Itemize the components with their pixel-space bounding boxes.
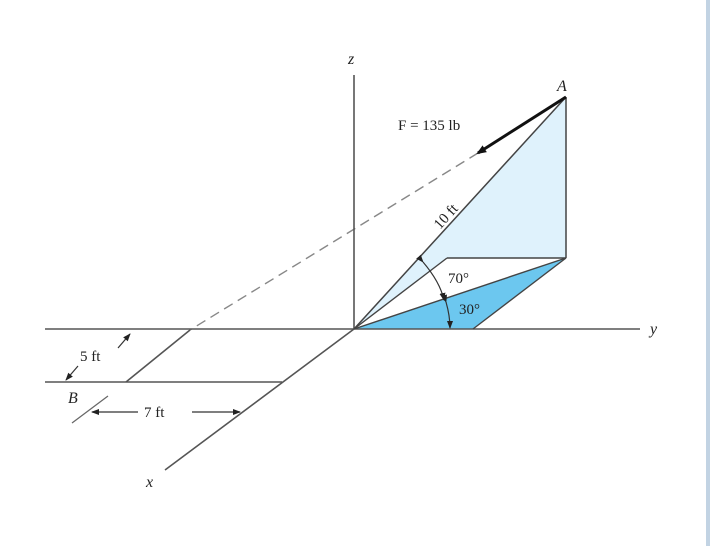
line-b-to-y: [125, 329, 191, 383]
y-axis-label: y: [648, 321, 658, 338]
angle-70-label: 70°: [448, 271, 469, 287]
point-a-label: A: [556, 78, 567, 95]
extension-b: [71, 395, 109, 424]
point-b-label: B: [68, 390, 78, 407]
edge-P-dark: [472, 257, 567, 330]
dim-5ft-lower: [65, 365, 79, 381]
angle-arc-30: [441, 294, 453, 329]
dim-5ft-label: 5 ft: [80, 349, 101, 365]
x-axis-label: x: [145, 474, 153, 491]
force-arrow: [476, 95, 567, 155]
angle-30-label: 30°: [459, 302, 480, 318]
dim-7ft-label: 7 ft: [144, 405, 165, 421]
force-line-of-action: [189, 152, 479, 331]
x-axis: [164, 328, 355, 471]
edge-OA: [353, 96, 567, 330]
right-border: [706, 0, 710, 546]
edge-OP: [353, 257, 567, 330]
force-label: F = 135 lb: [398, 118, 460, 134]
z-axis-label: z: [347, 51, 355, 68]
dim-5ft-upper: [117, 333, 131, 349]
